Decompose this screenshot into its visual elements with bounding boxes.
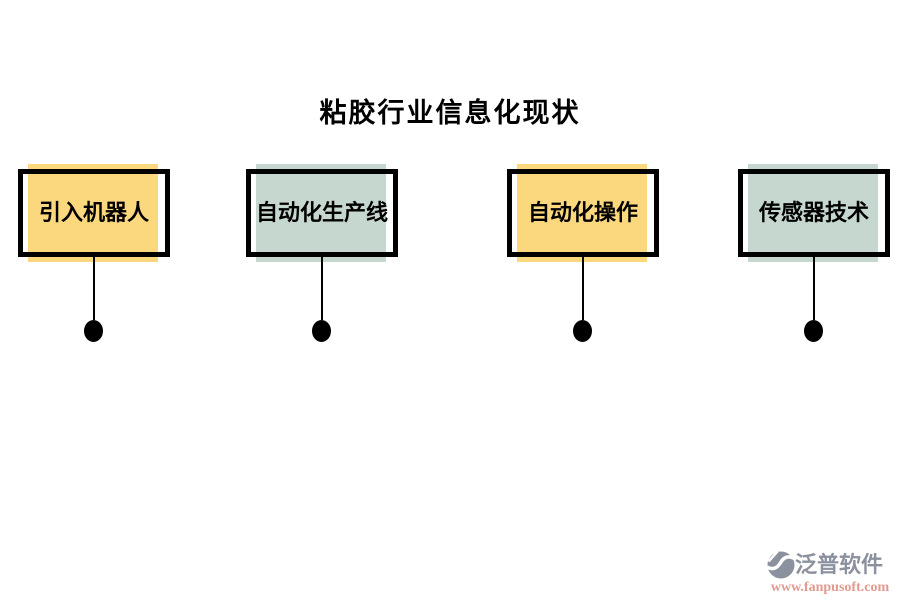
- node-highlight-fill: [256, 164, 386, 262]
- watermark-brand-text: 泛普软件: [795, 552, 884, 577]
- watermark-url-text: www.fanpusoft.com: [770, 580, 890, 595]
- node-automated-production-line: 自动化生产线: [246, 164, 398, 344]
- connector-line: [93, 257, 95, 320]
- connector-dot: [573, 320, 592, 342]
- node-label: 自动化操作: [527, 200, 638, 225]
- connector-line: [321, 257, 323, 320]
- node-automated-operation: 自动化操作: [507, 164, 659, 344]
- node-label: 自动化生产线: [255, 200, 388, 225]
- node-sensor-technology: 传感器技术: [738, 164, 890, 344]
- fanpusoft-logo-icon: [767, 551, 795, 579]
- connector-line: [813, 257, 815, 320]
- node-highlight-fill: [28, 164, 158, 262]
- node-frame: 自动化操作: [507, 169, 659, 257]
- connector-dot: [312, 320, 331, 342]
- node-label: 引入机器人: [38, 200, 149, 225]
- connector-dot: [84, 320, 103, 342]
- diagram-title: 粘胶行业信息化现状: [319, 98, 581, 128]
- node-frame: 自动化生产线: [246, 169, 398, 257]
- node-frame: 传感器技术: [738, 169, 890, 257]
- connector-line: [582, 257, 584, 320]
- watermark-brand-row: 泛普软件: [767, 551, 893, 579]
- node-introduce-robots: 引入机器人: [18, 164, 170, 344]
- node-highlight-fill: [748, 164, 878, 262]
- node-highlight-fill: [517, 164, 647, 262]
- connector-dot: [804, 320, 823, 342]
- node-frame: 引入机器人: [18, 169, 170, 257]
- watermark: 泛普软件 www.fanpusoft.com: [767, 551, 893, 596]
- node-label: 传感器技术: [758, 200, 869, 225]
